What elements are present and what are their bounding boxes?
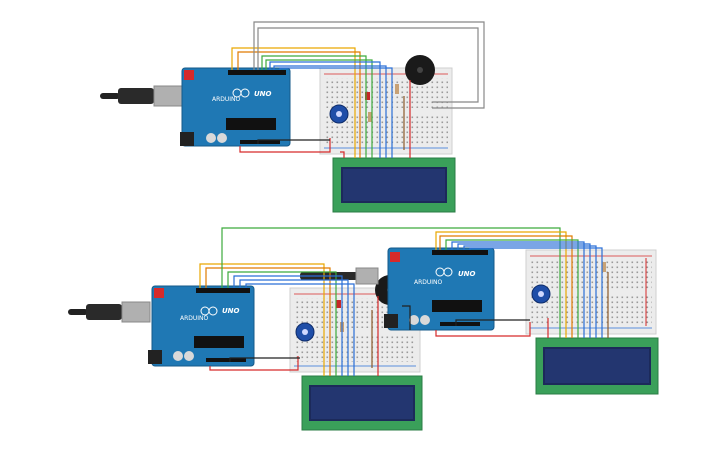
circuit-top: ARDUINO UNO — [100, 21, 485, 213]
breadboard-bottom-right — [525, 249, 657, 335]
potentiometer-top — [329, 104, 349, 124]
board-brand-label: ARDUINO — [212, 96, 241, 103]
board-brand-label: ARDUINO — [414, 279, 443, 286]
usb-cable-bottom — [68, 301, 151, 323]
lcd-display-bottom-right — [535, 337, 659, 395]
buzzer-top — [405, 55, 435, 85]
arduino-board-top: ARDUINO UNO — [180, 67, 291, 147]
wires-bottom — [199, 227, 609, 376]
lcd-display-top — [332, 157, 456, 213]
usb-cable-top — [100, 85, 183, 107]
wires-top — [231, 21, 485, 158]
arduino-board-bottom-right: ARDUINO UNO — [384, 247, 495, 331]
components-top — [365, 84, 399, 122]
components-bottom-right — [602, 262, 606, 272]
board-brand-label: ARDUINO — [180, 315, 209, 322]
potentiometer-bottom-right — [531, 284, 551, 304]
arduino-board-bottom-left: ARDUINO UNO — [148, 285, 255, 367]
board-model-label: UNO — [458, 270, 476, 278]
board-model-label: UNO — [254, 90, 272, 98]
circuit-bottom: ARDUINO UNO — [68, 227, 659, 431]
board-model-label: UNO — [222, 307, 240, 315]
potentiometer-bottom-middle — [295, 322, 315, 342]
lcd-display-bottom-middle — [301, 375, 423, 431]
